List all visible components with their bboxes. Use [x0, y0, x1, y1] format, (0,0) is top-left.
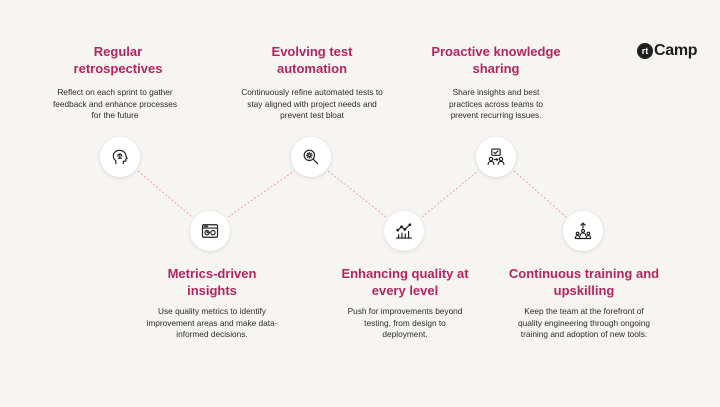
connector-3-4: [327, 170, 387, 218]
brand-logo-text: Camp: [654, 42, 698, 59]
step-4-title: Enhancing quality at every level: [341, 266, 469, 298]
connector-5-6: [513, 170, 567, 218]
step-5-node: [476, 137, 516, 177]
brain-head-icon: [112, 149, 128, 165]
team-board-icon: [487, 148, 505, 166]
step-1-node: [100, 137, 140, 177]
step-4-node: [384, 211, 424, 251]
step-2-description: Use quality metrics to identify improvem…: [146, 306, 278, 340]
step-3-node: [291, 137, 331, 177]
step-6-title: Continuous training and upskilling: [508, 266, 660, 298]
connector-2-3: [227, 170, 295, 218]
connector-4-5: [421, 170, 479, 218]
step-4-description: Push for improvements beyond testing, fr…: [347, 306, 463, 340]
step-1-description: Reflect on each sprint to gather feedbac…: [52, 87, 178, 121]
step-5-title: Proactive knowledge sharing: [431, 44, 561, 76]
step-6-node: [563, 211, 603, 251]
brand-logo: rt Camp: [637, 41, 698, 61]
dashboard-icon: [201, 224, 219, 238]
step-2-node: [190, 211, 230, 251]
step-5-description: Share insights and best practices across…: [448, 87, 544, 121]
connector-1-2: [137, 170, 193, 218]
search-gear-icon: [303, 149, 319, 165]
line-chart-icon: [395, 223, 413, 239]
step-3-description: Continuously refine automated tests to s…: [241, 87, 383, 121]
step-1-title: Regular retrospectives: [73, 44, 163, 76]
brand-logo-mark: rt: [637, 43, 653, 59]
step-3-title: Evolving test automation: [271, 44, 353, 76]
team-growth-icon: [574, 222, 592, 240]
step-6-description: Keep the team at the forefront of qualit…: [518, 306, 650, 340]
step-2-title: Metrics-driven insights: [167, 266, 257, 298]
